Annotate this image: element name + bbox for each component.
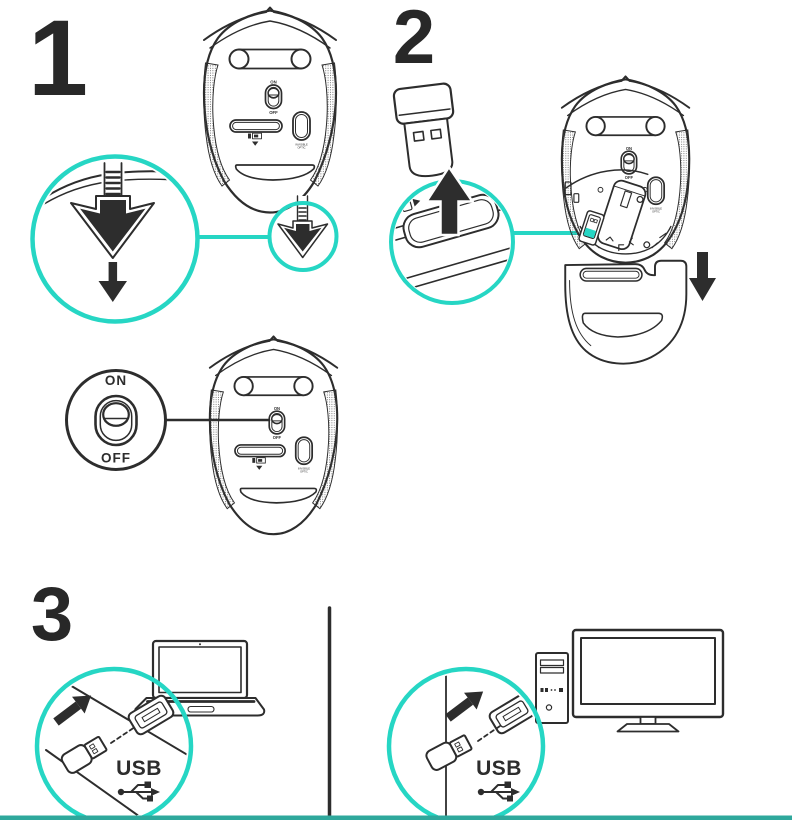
magnifier-on-label: ON (105, 373, 127, 388)
magnifier-off-label: OFF (101, 451, 131, 466)
insert-arrow-icon (53, 695, 92, 726)
aa-battery (597, 179, 647, 251)
door-glide-foot (581, 312, 664, 338)
step-1-section: 1 (28, 0, 338, 534)
usb-plug-detail-right: USB (425, 673, 536, 819)
usb-label-right: USB (476, 757, 522, 780)
footer-accent-bar (0, 815, 792, 820)
step-1-number: 1 (28, 0, 88, 118)
tower-pc (535, 652, 569, 724)
monitor-stand (616, 723, 680, 733)
usb-receiver-3d (392, 82, 455, 178)
pull-direction-arrow-icon (98, 262, 127, 302)
pull-tab-arrow-magnified-icon (80, 200, 146, 252)
insert-dashed-line (110, 726, 136, 744)
touchpad (187, 705, 215, 713)
usb-plug-magnifier-left (34, 666, 194, 820)
step-2-number: 2 (393, 0, 435, 80)
usb-plug-detail-left: USB (45, 677, 187, 819)
usb-trident-icon (116, 780, 161, 803)
step-2-section: 2 (389, 0, 716, 365)
step-3-number: 3 (31, 572, 73, 657)
receiver-highlight (583, 227, 597, 239)
usb-plug-magnifier-right (386, 666, 546, 820)
desktop-illustration (535, 628, 725, 733)
power-button (545, 704, 553, 711)
mouse-open-compartment (560, 75, 691, 365)
usb-trident-icon (476, 780, 521, 803)
usb-port (127, 694, 175, 736)
power-switch-magnifier: ON OFF (65, 369, 167, 471)
step-3-section: 3 (31, 572, 725, 820)
usb-receiver-side (425, 734, 473, 771)
insert-arrow-icon (445, 691, 484, 722)
pull-tab-arrow-icon (284, 224, 322, 252)
insert-dashed-line (477, 725, 501, 742)
webcam-dot (199, 643, 201, 646)
usb-receiver-side (60, 735, 108, 774)
usb-port (488, 693, 536, 735)
mouse-bottom-view-switch (210, 336, 338, 534)
pull-tab-magnified-view (36, 162, 194, 302)
receiver-in-slot (578, 210, 605, 246)
usb-label-left: USB (116, 757, 162, 780)
battery-door-detached (564, 259, 688, 365)
mouse-bottom-view-step1 (204, 8, 337, 213)
pull-tab-magnifier-circle (30, 154, 200, 324)
down-arrow-icon (689, 252, 716, 301)
up-arrow-icon (424, 164, 475, 237)
